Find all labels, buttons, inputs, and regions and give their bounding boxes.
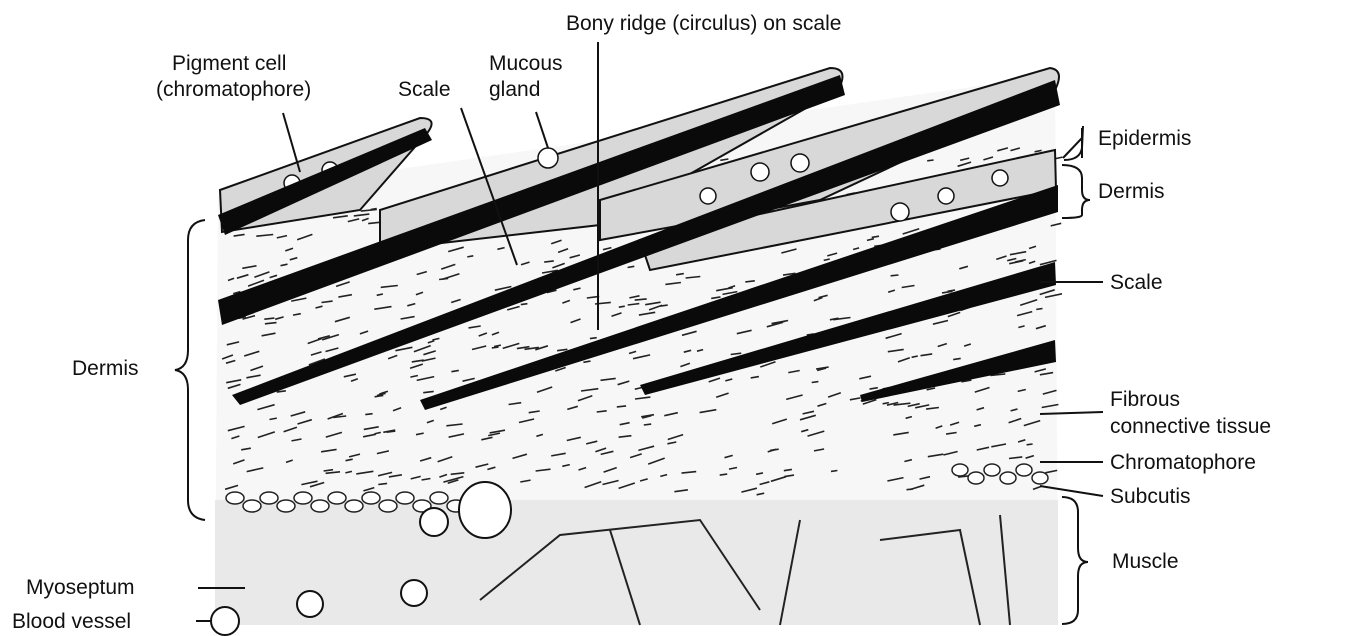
label-scale-right: Scale (1110, 271, 1163, 294)
chromatophore-cell (952, 464, 968, 476)
fiber-stroke (644, 424, 651, 425)
label-pigment-cell-line2: (chromatophore) (156, 78, 311, 101)
fiber-stroke (1027, 444, 1033, 445)
subcutis-cell (243, 500, 261, 512)
label-dermis-right: Dermis (1098, 180, 1165, 203)
fiber-stroke (365, 414, 372, 415)
fiber-stroke (745, 281, 755, 282)
label-muscle: Muscle (1112, 550, 1179, 573)
fiber-stroke (492, 347, 499, 348)
fiber-stroke (521, 304, 528, 305)
subcutis-cell (328, 492, 346, 504)
subcutis-cell (430, 492, 448, 504)
chromatophore-cell (968, 472, 984, 484)
chromatophore-cell (984, 464, 1000, 476)
subcutis-cell (379, 500, 397, 512)
fiber-stroke (590, 338, 597, 339)
fiber-stroke (812, 382, 819, 383)
fiber-stroke (617, 406, 626, 407)
fiber-stroke (720, 474, 728, 475)
label-subcutis: Subcutis (1110, 485, 1191, 508)
fiber-stroke (891, 275, 899, 276)
fiber-stroke (927, 160, 933, 161)
label-chromatophore: Chromatophore (1110, 451, 1256, 474)
dermis-right-brace (1062, 165, 1090, 218)
subcutis-cell (260, 492, 278, 504)
label-myoseptum: Myoseptum (26, 576, 135, 599)
fiber-stroke (378, 483, 387, 484)
subcutis-cell (277, 500, 295, 512)
subcutis-cell (294, 492, 312, 504)
fiber-stroke (1036, 309, 1042, 310)
label-mucous-line1: Mucous (489, 52, 563, 75)
chromatophore-cell (1000, 472, 1016, 484)
fiber-stroke (907, 489, 913, 490)
label-epidermis: Epidermis (1098, 127, 1191, 150)
fiber-stroke (371, 209, 377, 210)
subcutis-cell (311, 500, 329, 512)
subcutis-cell (362, 492, 380, 504)
fiber-stroke (619, 306, 625, 307)
subcutis-cell (345, 500, 363, 512)
label-pigment-cell-line1: Pigment cell (172, 52, 286, 75)
muscle-brace (1062, 497, 1088, 624)
subcutis-cell (396, 492, 414, 504)
chromatophore-cell (1032, 472, 1048, 484)
label-fibrous-line1: Fibrous (1110, 388, 1180, 411)
label-blood-vessel: Blood vessel (12, 610, 131, 633)
label-dermis-left: Dermis (72, 357, 139, 380)
label-scale-top: Scale (398, 78, 451, 101)
label-mucous-line2: gland (489, 78, 540, 101)
subcutis-cell (226, 492, 244, 504)
dermis-left-brace (175, 220, 205, 520)
fiber-stroke (467, 256, 473, 257)
label-bony-ridge: Bony ridge (circulus) on scale (566, 12, 841, 35)
fiber-stroke (264, 318, 274, 319)
muscle-tissue (215, 500, 1058, 625)
label-fibrous-line2: connective tissue (1110, 415, 1271, 438)
fiber-stroke (831, 471, 837, 472)
chromatophore-cell (1016, 464, 1032, 476)
